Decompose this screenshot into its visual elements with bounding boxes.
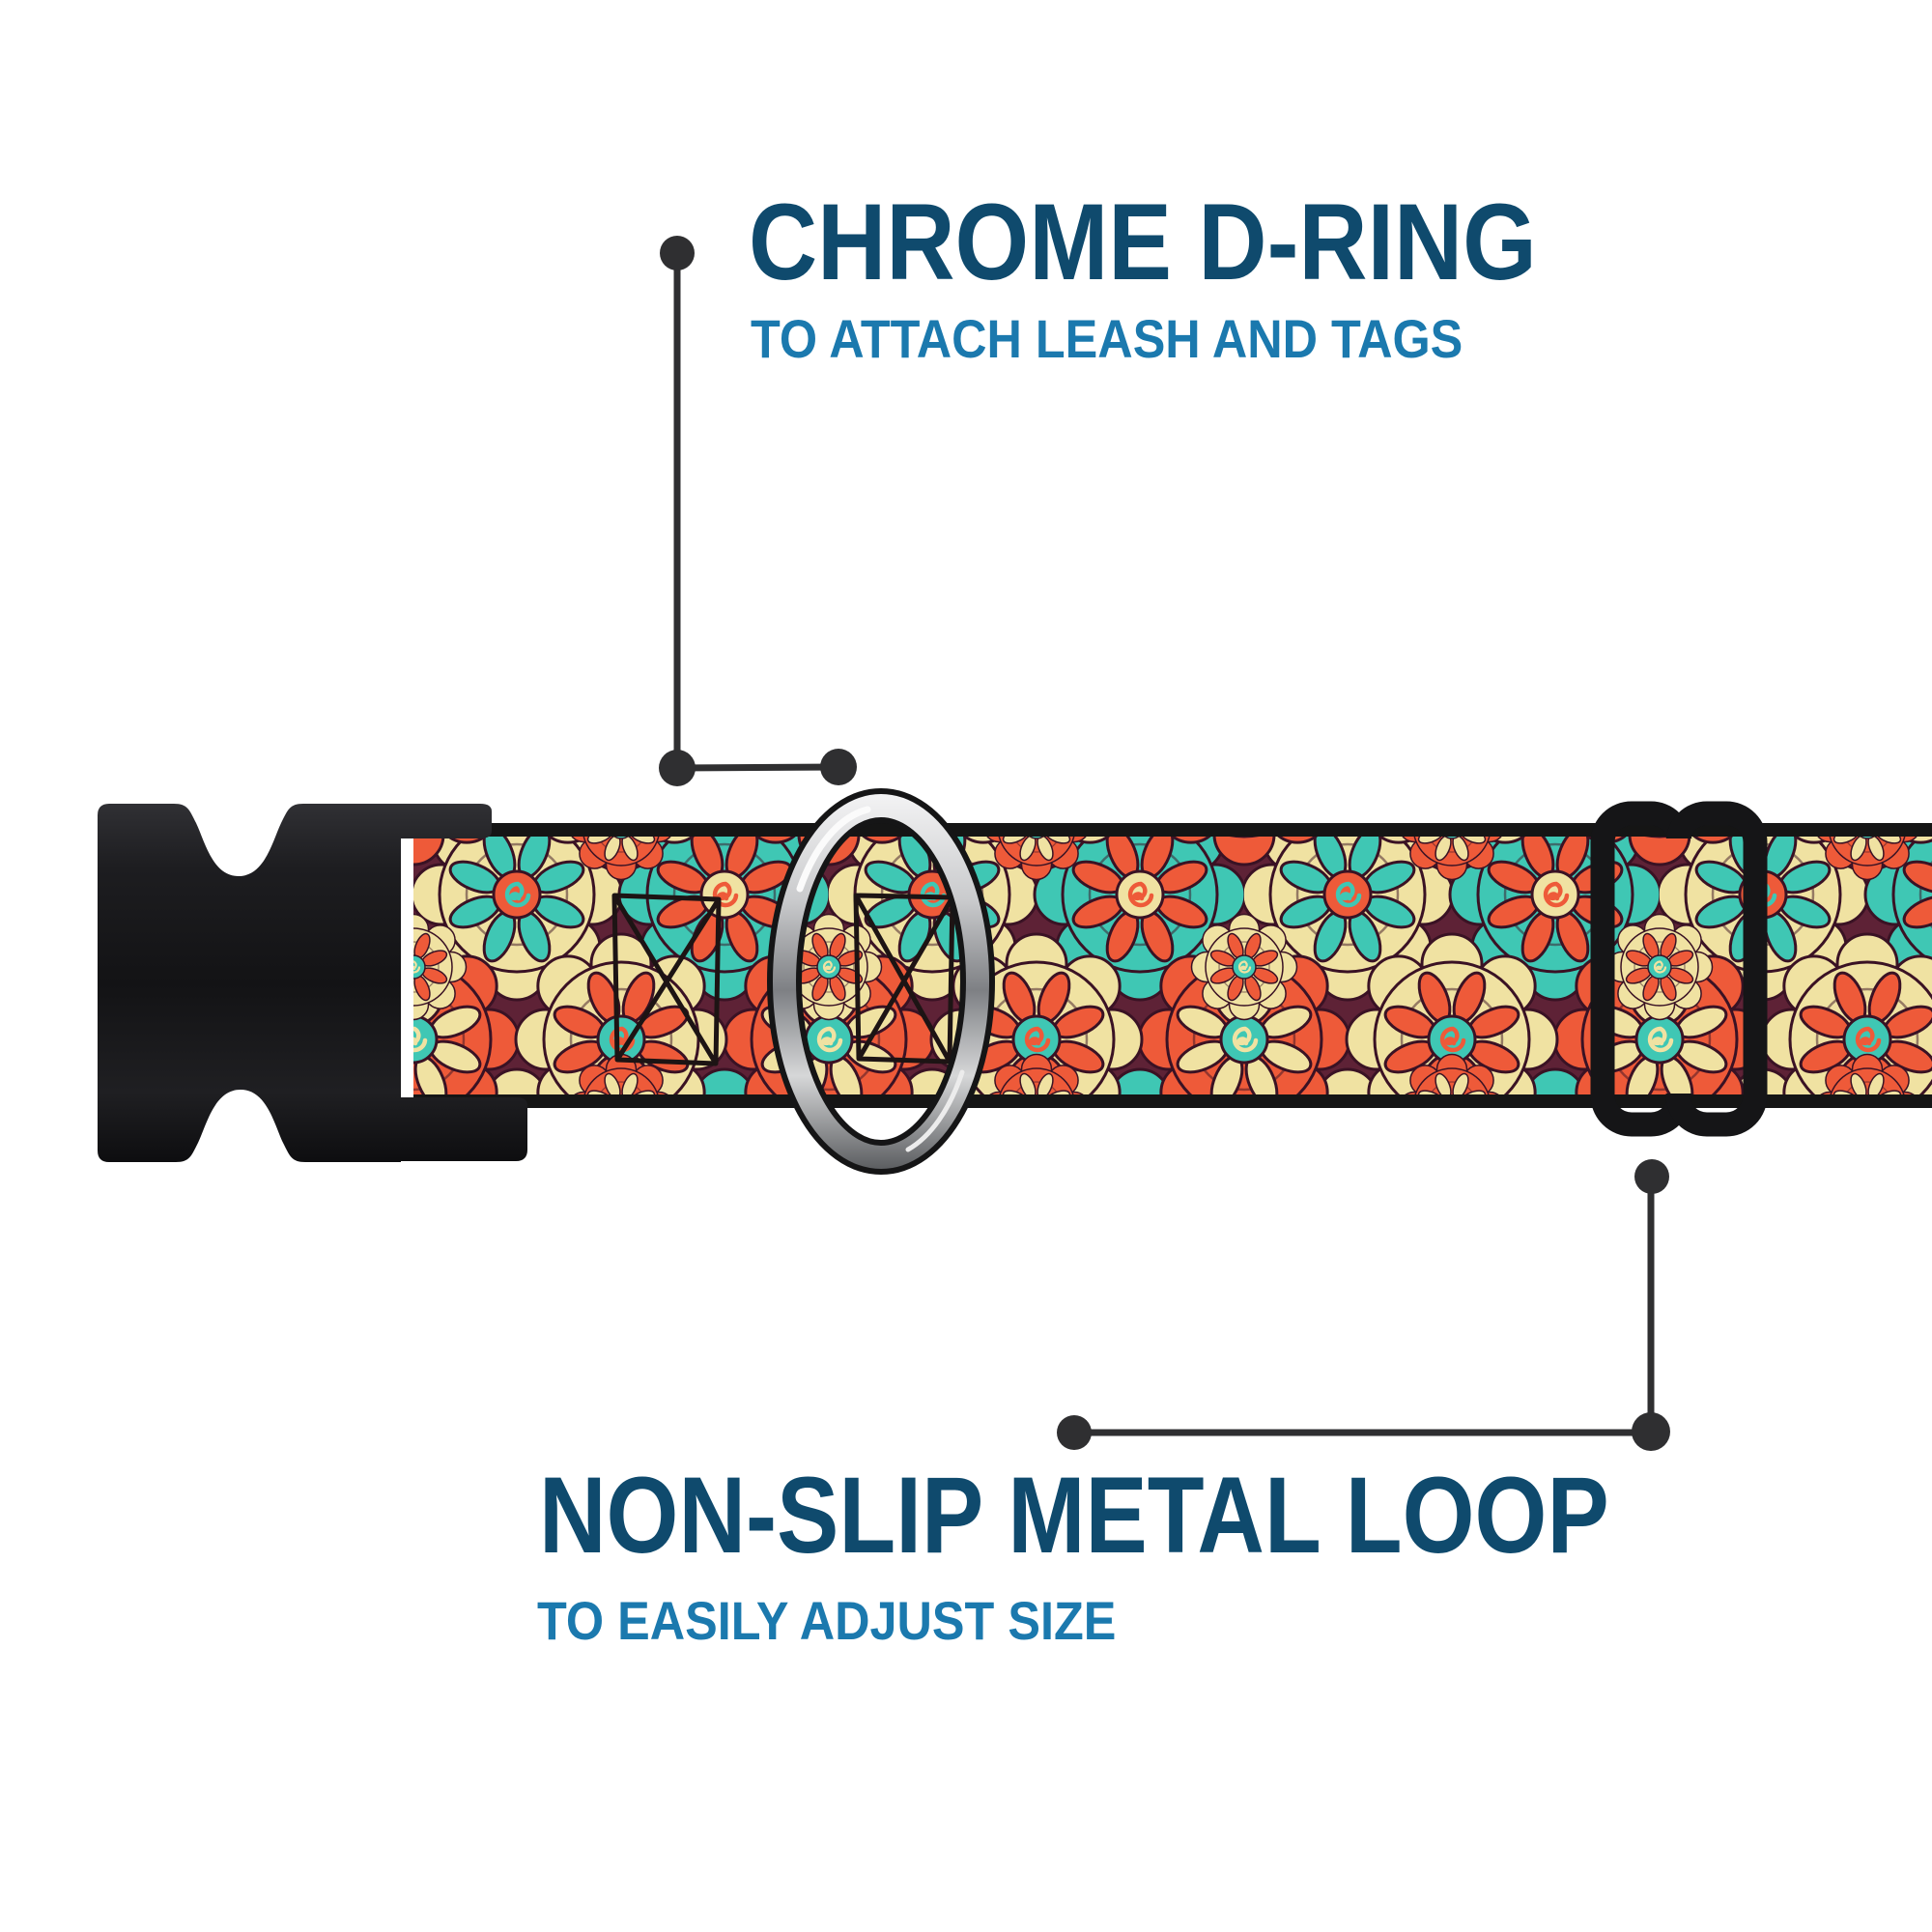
- callout-dot: [1634, 1159, 1669, 1194]
- callout-bottom-subtitle: TO EASILY ADJUST SIZE: [537, 1590, 1117, 1651]
- callout-dot: [660, 236, 695, 270]
- callout-dot: [1057, 1415, 1092, 1450]
- stitch-box-left: [611, 893, 722, 1066]
- slide-loop: [1590, 801, 1768, 1137]
- buckle: [98, 804, 527, 1162]
- webbing-bottom-edge: [413, 1094, 1932, 1108]
- callout-bottom-title: NON-SLIP METAL LOOP: [539, 1455, 1609, 1576]
- callout-bottom: [1057, 1159, 1670, 1451]
- buckle-bottom-flange: [303, 1097, 527, 1161]
- callout-dot: [820, 749, 857, 785]
- callout-top-subtitle: TO ATTACH LEASH AND TAGS: [751, 308, 1463, 369]
- callout-top-title: CHROME D-RING: [749, 182, 1537, 302]
- buckle-top-flange: [303, 804, 492, 838]
- webbing-strap: [413, 823, 1932, 1108]
- callout-dot: [659, 750, 696, 786]
- webbing-top-edge: [413, 823, 1932, 837]
- callout-dot: [1632, 1412, 1670, 1451]
- callout-top: [659, 236, 857, 786]
- chrome-d-ring: [767, 788, 995, 1175]
